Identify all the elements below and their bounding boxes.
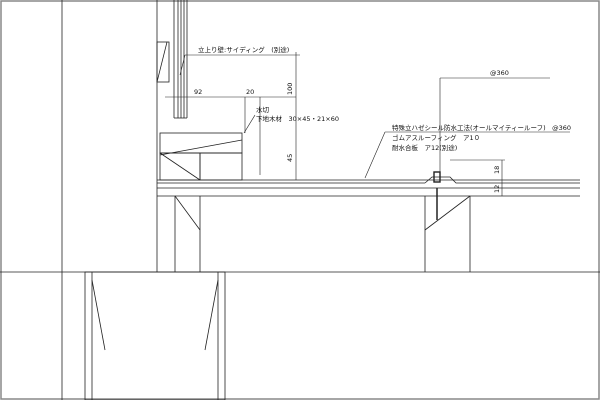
label-plywood: 耐水合板 ア12(別途) bbox=[392, 144, 458, 152]
dim-12: 12 bbox=[493, 184, 501, 193]
dimension-lines bbox=[165, 52, 570, 196]
dim-18: 18 bbox=[493, 165, 501, 174]
seam-clip bbox=[433, 171, 441, 183]
label-flashing: 水切 bbox=[256, 106, 269, 114]
furring bbox=[156, 41, 170, 83]
label-base-wood: 下地木材 30×45・21×60 bbox=[256, 115, 339, 123]
dim-92: 92 bbox=[194, 88, 203, 96]
dim-20: 20 bbox=[246, 88, 255, 96]
dim-pitch-top: @360 bbox=[490, 69, 509, 77]
label-siding: 立上り壁:サイディング (別途) bbox=[198, 46, 290, 54]
dim-100: 100 bbox=[286, 82, 294, 95]
dim-45: 45 bbox=[286, 153, 294, 162]
label-roofing: ゴムアスルーフィング ア1０ bbox=[392, 134, 481, 142]
roof-panel bbox=[157, 176, 580, 197]
base-wood bbox=[159, 132, 243, 154]
joists bbox=[174, 195, 471, 272]
siding bbox=[173, 0, 188, 119]
lower-framing bbox=[84, 271, 226, 400]
label-method: 特殊立ハゼシール防水工法(オールマイティールーフ) @360 bbox=[392, 124, 572, 132]
